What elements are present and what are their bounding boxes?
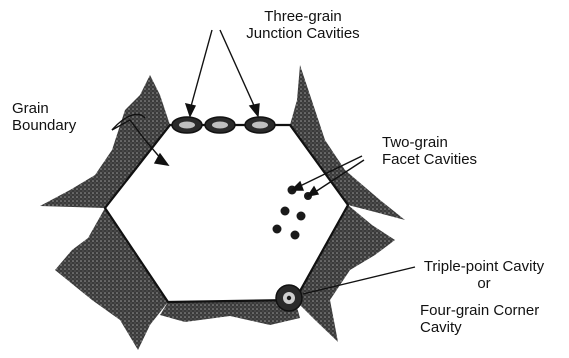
two-grain-label: Two-grain Facet Cavities — [382, 134, 477, 168]
grain-boundary-line1: Grain — [12, 100, 76, 117]
three-grain-label: Three-grain Junction Cavities — [228, 8, 378, 42]
facet-cavity — [273, 225, 282, 234]
four-grain-line1: Four-grain Corner — [420, 302, 539, 319]
junction-cavity-core — [179, 122, 195, 129]
triple-point-label: Triple-point Cavity or — [404, 258, 564, 292]
three-grain-line1: Three-grain — [228, 8, 378, 25]
two-grain-line2: Facet Cavities — [382, 151, 477, 168]
junction-cavities — [172, 117, 275, 133]
triple-point-cavity — [276, 285, 302, 311]
triple-point-text: Triple-point Cavity — [404, 258, 564, 275]
arrowhead — [250, 104, 259, 116]
facet-cavity — [297, 212, 306, 221]
leader-junction-right — [220, 30, 256, 110]
grain-boundary-line2: Boundary — [12, 117, 76, 134]
grain-boundary-label: Grain Boundary — [12, 100, 76, 134]
four-grain-label: Four-grain Corner Cavity — [420, 302, 539, 336]
facet-cavity — [291, 231, 300, 240]
or-text: or — [404, 275, 564, 292]
four-grain-line2: Cavity — [420, 319, 539, 336]
leader-junction-left — [190, 30, 212, 110]
three-grain-line2: Junction Cavities — [228, 25, 378, 42]
two-grain-line1: Two-grain — [382, 134, 477, 151]
arrowhead — [186, 104, 195, 116]
junction-cavity-core — [212, 122, 228, 129]
triple-point-cavity-dot — [287, 296, 291, 300]
junction-cavity-core — [252, 122, 268, 129]
facet-cavity — [281, 207, 290, 216]
